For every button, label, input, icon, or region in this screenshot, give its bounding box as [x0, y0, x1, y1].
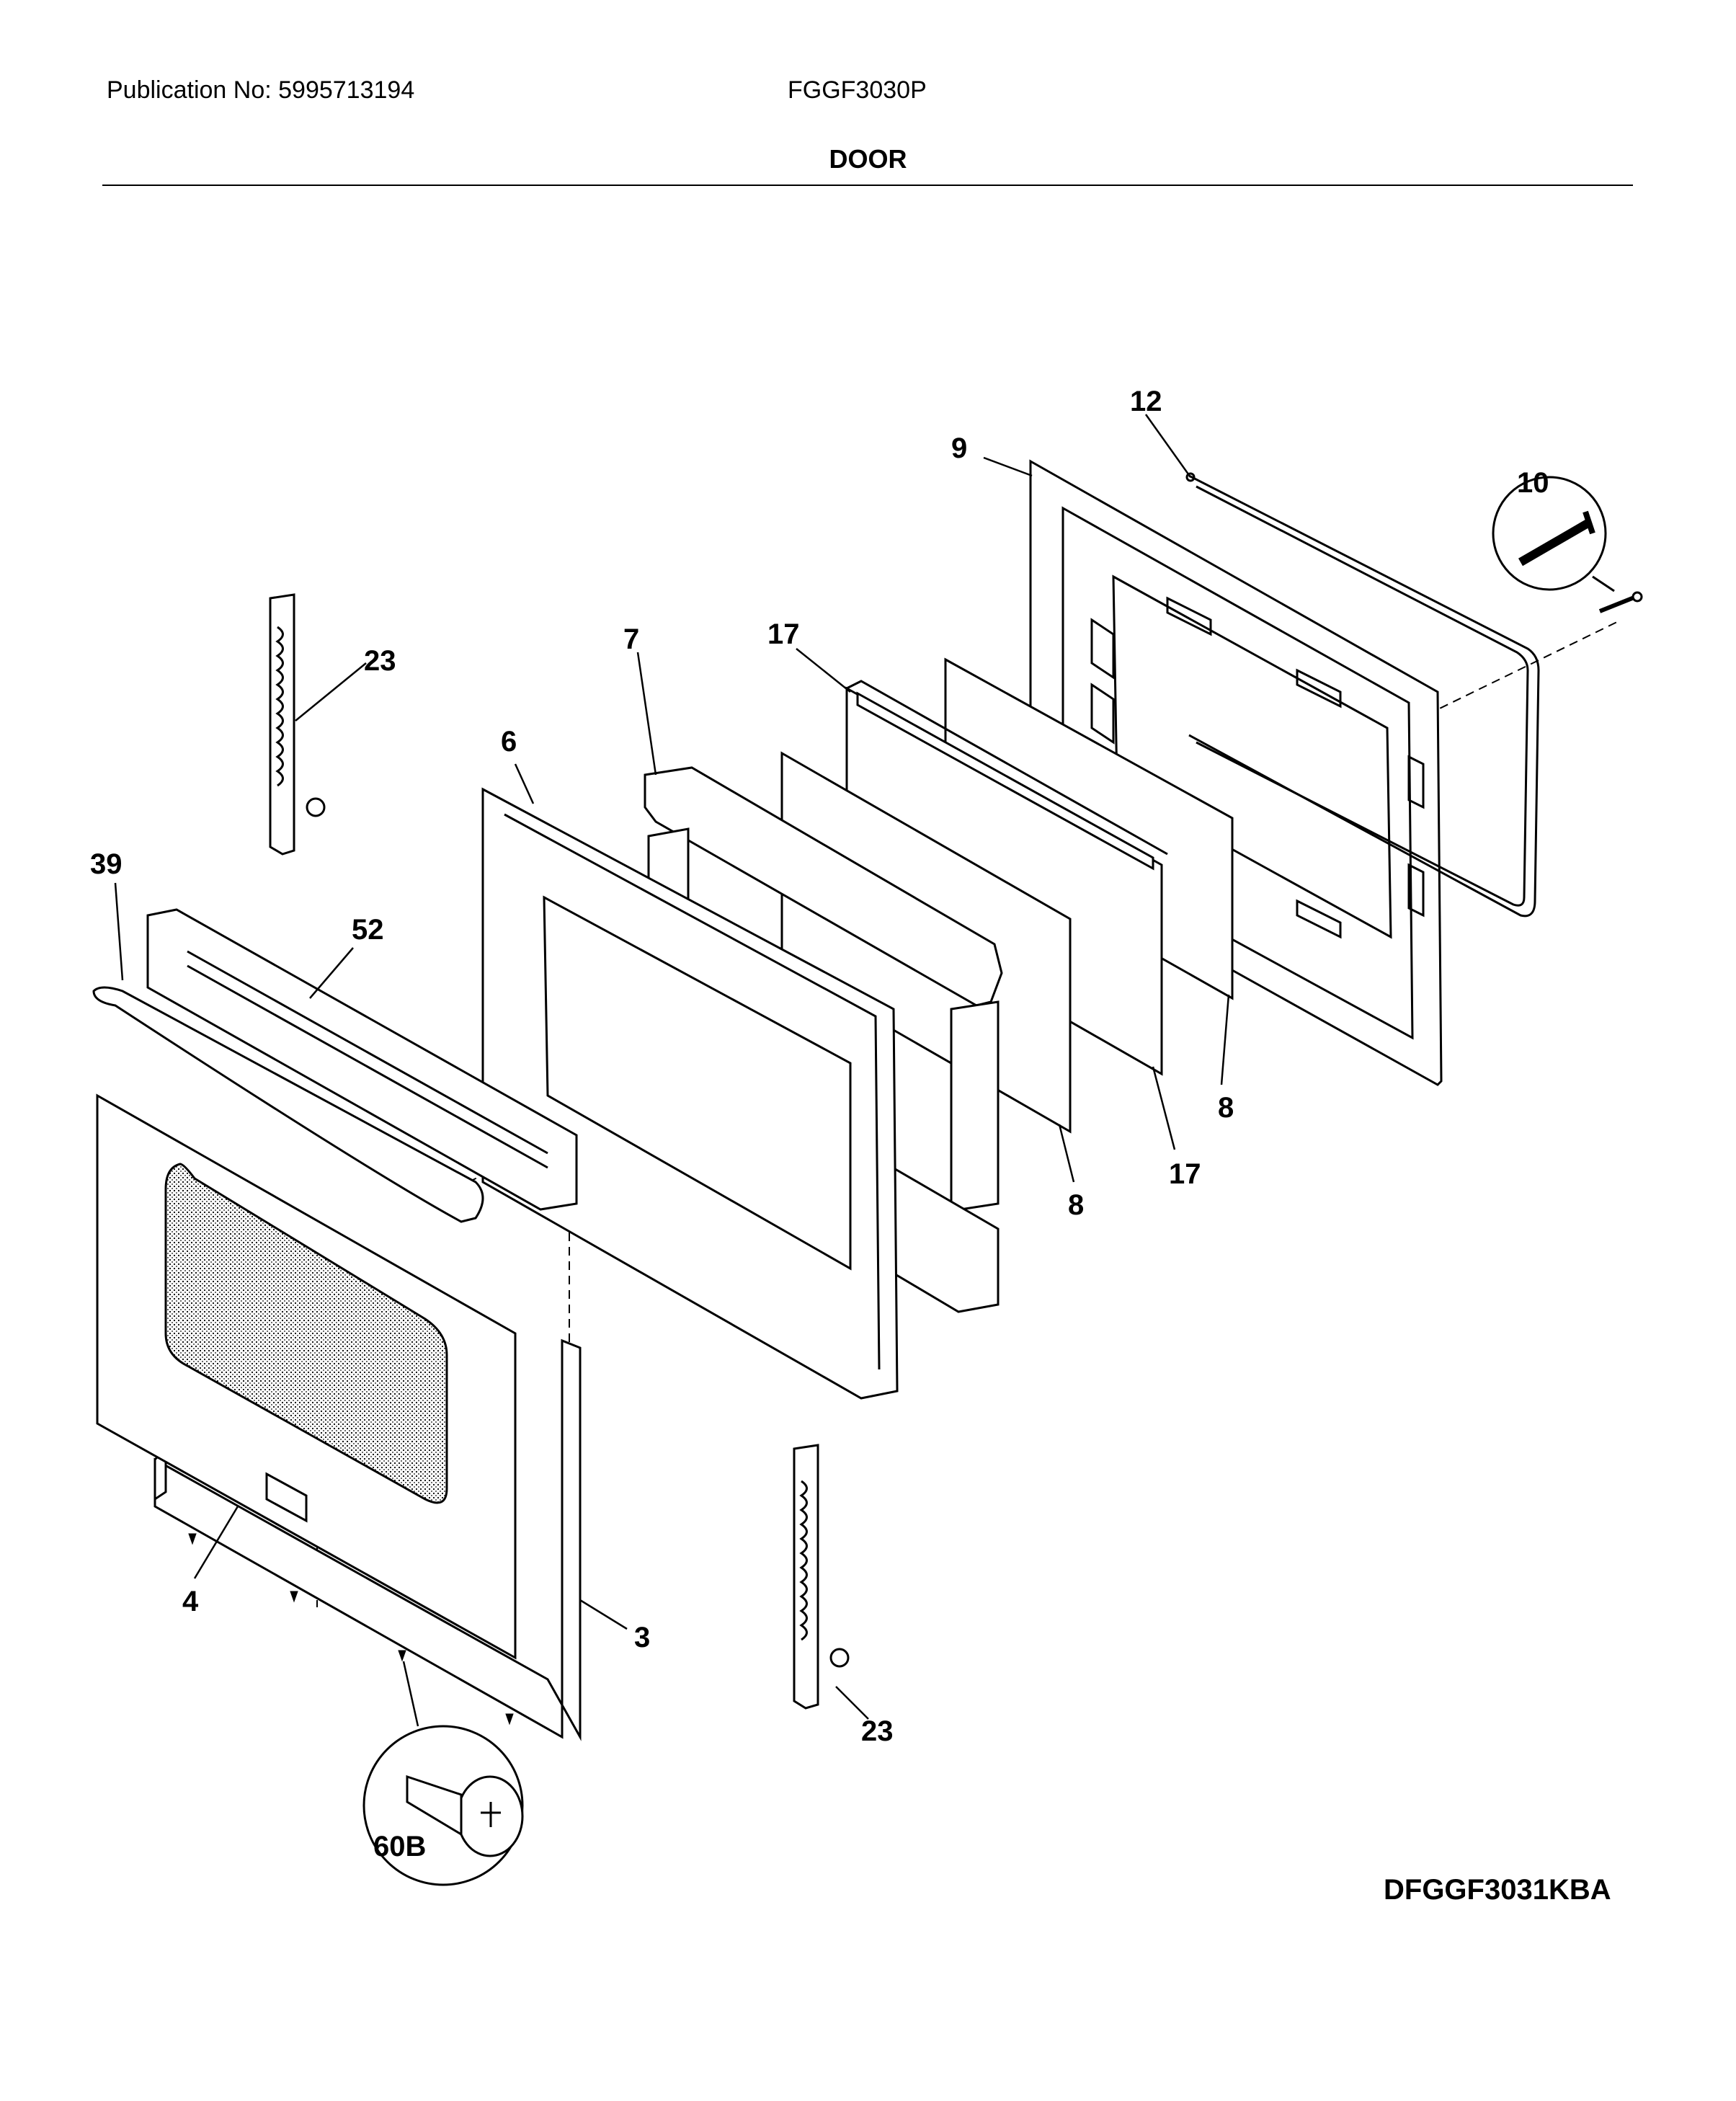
publication-number: Publication No: 5995713194: [107, 76, 415, 104]
callout-10: 10: [1517, 467, 1549, 499]
callout-52: 52: [352, 914, 384, 946]
callout-9: 9: [951, 432, 967, 464]
part-screw-60b-detail: [362, 1725, 524, 1886]
callout-3: 3: [634, 1622, 650, 1653]
part-screw-detail: [1492, 476, 1643, 613]
callout-39: 39: [90, 848, 123, 880]
model-number: FGGF3030P: [788, 76, 927, 104]
part-door-handle: [92, 908, 578, 1223]
callout-4: 4: [182, 1586, 199, 1617]
section-title: DOOR: [829, 144, 907, 174]
small-screws: [188, 1533, 514, 1725]
callout-23-bottom: 23: [861, 1715, 894, 1747]
part-hinge-top: [269, 593, 326, 856]
callout-17-top: 17: [767, 618, 800, 650]
callout-7: 7: [623, 623, 639, 655]
callout-60b: 60B: [373, 1831, 426, 1862]
part-door-gasket: [1185, 472, 1540, 918]
callout-8-left: 8: [1068, 1189, 1084, 1221]
part-outer-glass: [96, 1093, 517, 1660]
callout-12: 12: [1130, 386, 1162, 417]
leader-lines: [114, 414, 1230, 1727]
diagram-code: DFGGF3031KBA: [1384, 1874, 1611, 1906]
callout-6: 6: [501, 726, 517, 758]
header-rule: [102, 185, 1633, 186]
callout-8-right: 8: [1218, 1092, 1234, 1124]
callout-17-bottom: 17: [1169, 1158, 1201, 1190]
part-hinge-bottom: [793, 1444, 850, 1710]
part-inner-door-liner: [1029, 459, 1443, 1086]
callout-23-top: 23: [364, 645, 396, 677]
